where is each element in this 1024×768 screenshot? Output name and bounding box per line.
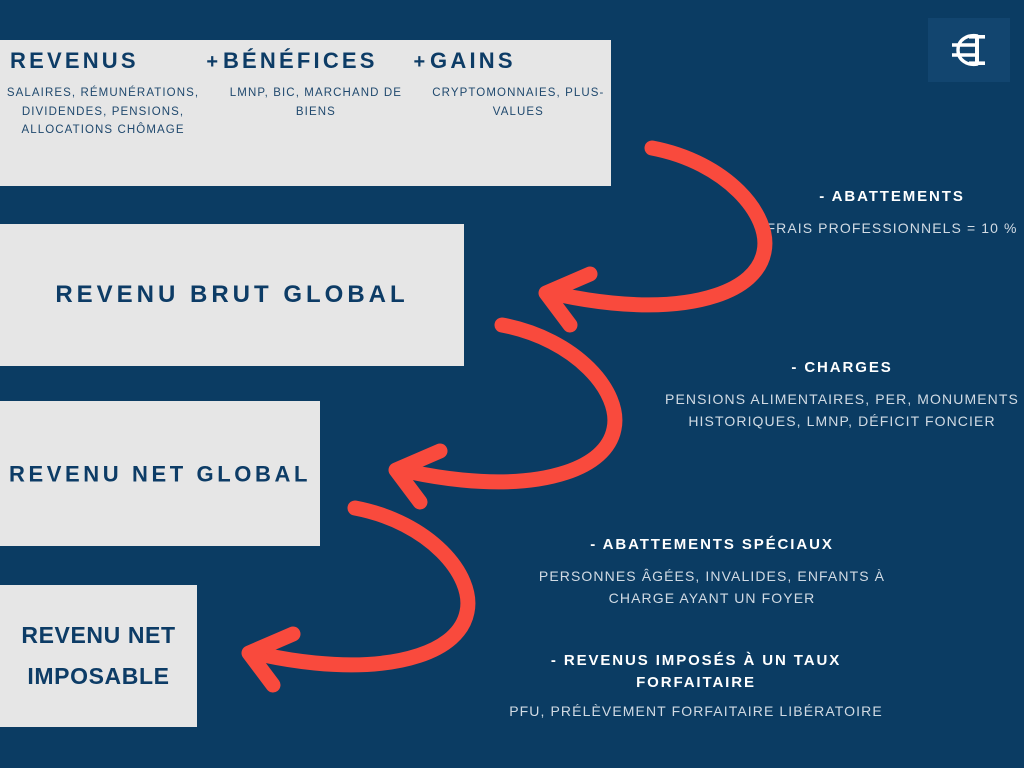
note-abattements-title: - ABATTEMENTS bbox=[819, 188, 965, 205]
stage-label-revenu-net-imposable: REVENU NET IMPOSABLE bbox=[21, 622, 176, 689]
stage-box-revenu-net-global: REVENU NET GLOBAL bbox=[0, 401, 320, 546]
income-sources-subtitles: SALAIRES, RÉMUNÉRATIONS, DIVIDENDES, PEN… bbox=[0, 84, 611, 140]
income-subtitle-gains: CRYPTOMONNAIES, PLUS-VALUES bbox=[432, 87, 605, 118]
note-charges-body: PENSIONS ALIMENTAIRES, PER, MONUMENTS HI… bbox=[665, 391, 1019, 429]
income-sources-titles: REVENUS + BÉNÉFICES + GAINS bbox=[0, 48, 611, 74]
note-abattements-speciaux-body: PERSONNES ÂGÉES, INVALIDES, ENFANTS À CH… bbox=[538, 568, 886, 606]
note-revenus-imposes-taux-forfaitaire-title: - REVENUS IMPOSÉS À UN TAUX FORFAITAIRE bbox=[550, 652, 842, 691]
note-charges-title: - CHARGES bbox=[791, 359, 893, 376]
note-abattements-body: FRAIS PROFESSIONNELS = 10 % bbox=[766, 220, 1018, 236]
note-abattements: - ABATTEMENTS FRAIS PROFESSIONNELS = 10 … bbox=[760, 186, 1024, 239]
plus-operator-1: + bbox=[206, 51, 219, 73]
note-abattements-speciaux: - ABATTEMENTS SPÉCIAUX PERSONNES ÂGÉES, … bbox=[512, 534, 912, 609]
income-title-benefices: BÉNÉFICES bbox=[222, 48, 378, 73]
brand-logo bbox=[928, 18, 1010, 82]
note-abattements-speciaux-title: - ABATTEMENTS SPÉCIAUX bbox=[590, 536, 834, 553]
note-charges: - CHARGES PENSIONS ALIMENTAIRES, PER, MO… bbox=[660, 357, 1024, 432]
income-sources-panel: REVENUS + BÉNÉFICES + GAINS SALAIRES, RÉ… bbox=[0, 40, 611, 186]
income-subtitle-benefices: LMNP, BIC, MARCHAND DE BIENS bbox=[229, 87, 403, 118]
income-subtitle-revenus: SALAIRES, RÉMUNÉRATIONS, DIVIDENDES, PEN… bbox=[6, 87, 200, 136]
note-revenus-imposes-taux-forfaitaire: - REVENUS IMPOSÉS À UN TAUX FORFAITAIRE … bbox=[496, 650, 896, 722]
stage-box-revenu-net-imposable: REVENU NET IMPOSABLE bbox=[0, 585, 197, 727]
stage-label-revenu-net-global: REVENU NET GLOBAL bbox=[9, 461, 311, 486]
income-title-gains: GAINS bbox=[430, 48, 516, 73]
stage-box-revenu-brut-global: REVENU BRUT GLOBAL bbox=[0, 224, 464, 366]
income-title-revenus: REVENUS bbox=[10, 48, 139, 73]
stage-label-revenu-brut-global: REVENU BRUT GLOBAL bbox=[55, 281, 409, 308]
plus-operator-2: + bbox=[413, 51, 426, 73]
euro-monogram-logo-icon bbox=[947, 30, 991, 70]
note-revenus-imposes-taux-forfaitaire-body: PFU, PRÉLÈVEMENT FORFAITAIRE LIBÉRATOIRE bbox=[509, 703, 883, 719]
